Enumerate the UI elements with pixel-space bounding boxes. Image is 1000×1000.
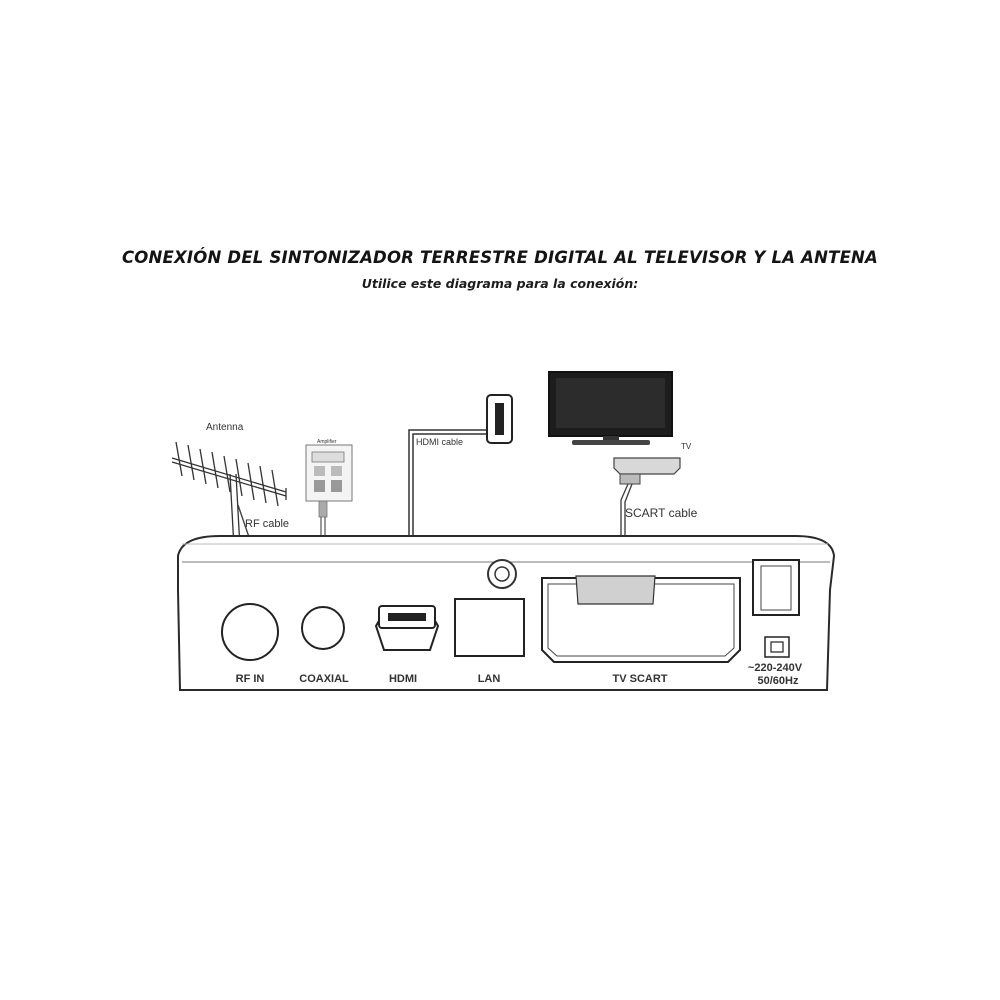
tv-scart-label: TV SCART bbox=[613, 673, 668, 685]
coaxial-port bbox=[301, 606, 345, 650]
hdmi-cable-label: HDMI cable bbox=[416, 437, 463, 447]
rf-cable-label: RF cable bbox=[245, 518, 289, 530]
coaxial-label: COAXIAL bbox=[299, 673, 349, 685]
page-title: CONEXIÓN DEL SINTONIZADOR TERRESTRE DIGI… bbox=[121, 248, 879, 267]
amplifier-label: Amplifier bbox=[317, 439, 337, 445]
power-rating-label: ~220-240V bbox=[748, 662, 803, 674]
antenna-label: Antenna bbox=[206, 422, 244, 433]
scart-cable-label: SCART cable bbox=[625, 506, 698, 520]
hdmi-label: HDMI bbox=[389, 673, 417, 685]
tv-scart-port bbox=[541, 575, 741, 663]
scart-plug-tv-icon bbox=[613, 457, 681, 485]
rf-in-label: RF IN bbox=[236, 673, 265, 685]
hdmi-port bbox=[374, 605, 440, 651]
power-frequency-label: 50/60Hz bbox=[758, 675, 799, 687]
tv-icon bbox=[548, 371, 673, 445]
antenna-icon bbox=[171, 441, 287, 549]
double-insulation-icon bbox=[764, 636, 790, 658]
lan-label: LAN bbox=[478, 673, 501, 685]
page-subtitle: Utilice este diagrama para la conexión: bbox=[361, 276, 639, 291]
rf-in-port bbox=[221, 603, 279, 661]
power-switch-icon bbox=[752, 559, 800, 616]
hdmi-plug-icon bbox=[486, 394, 513, 444]
lan-port bbox=[454, 598, 525, 657]
screw-icon bbox=[487, 559, 517, 589]
amplifier-icon bbox=[305, 444, 353, 518]
tv-label: TV bbox=[681, 442, 692, 451]
